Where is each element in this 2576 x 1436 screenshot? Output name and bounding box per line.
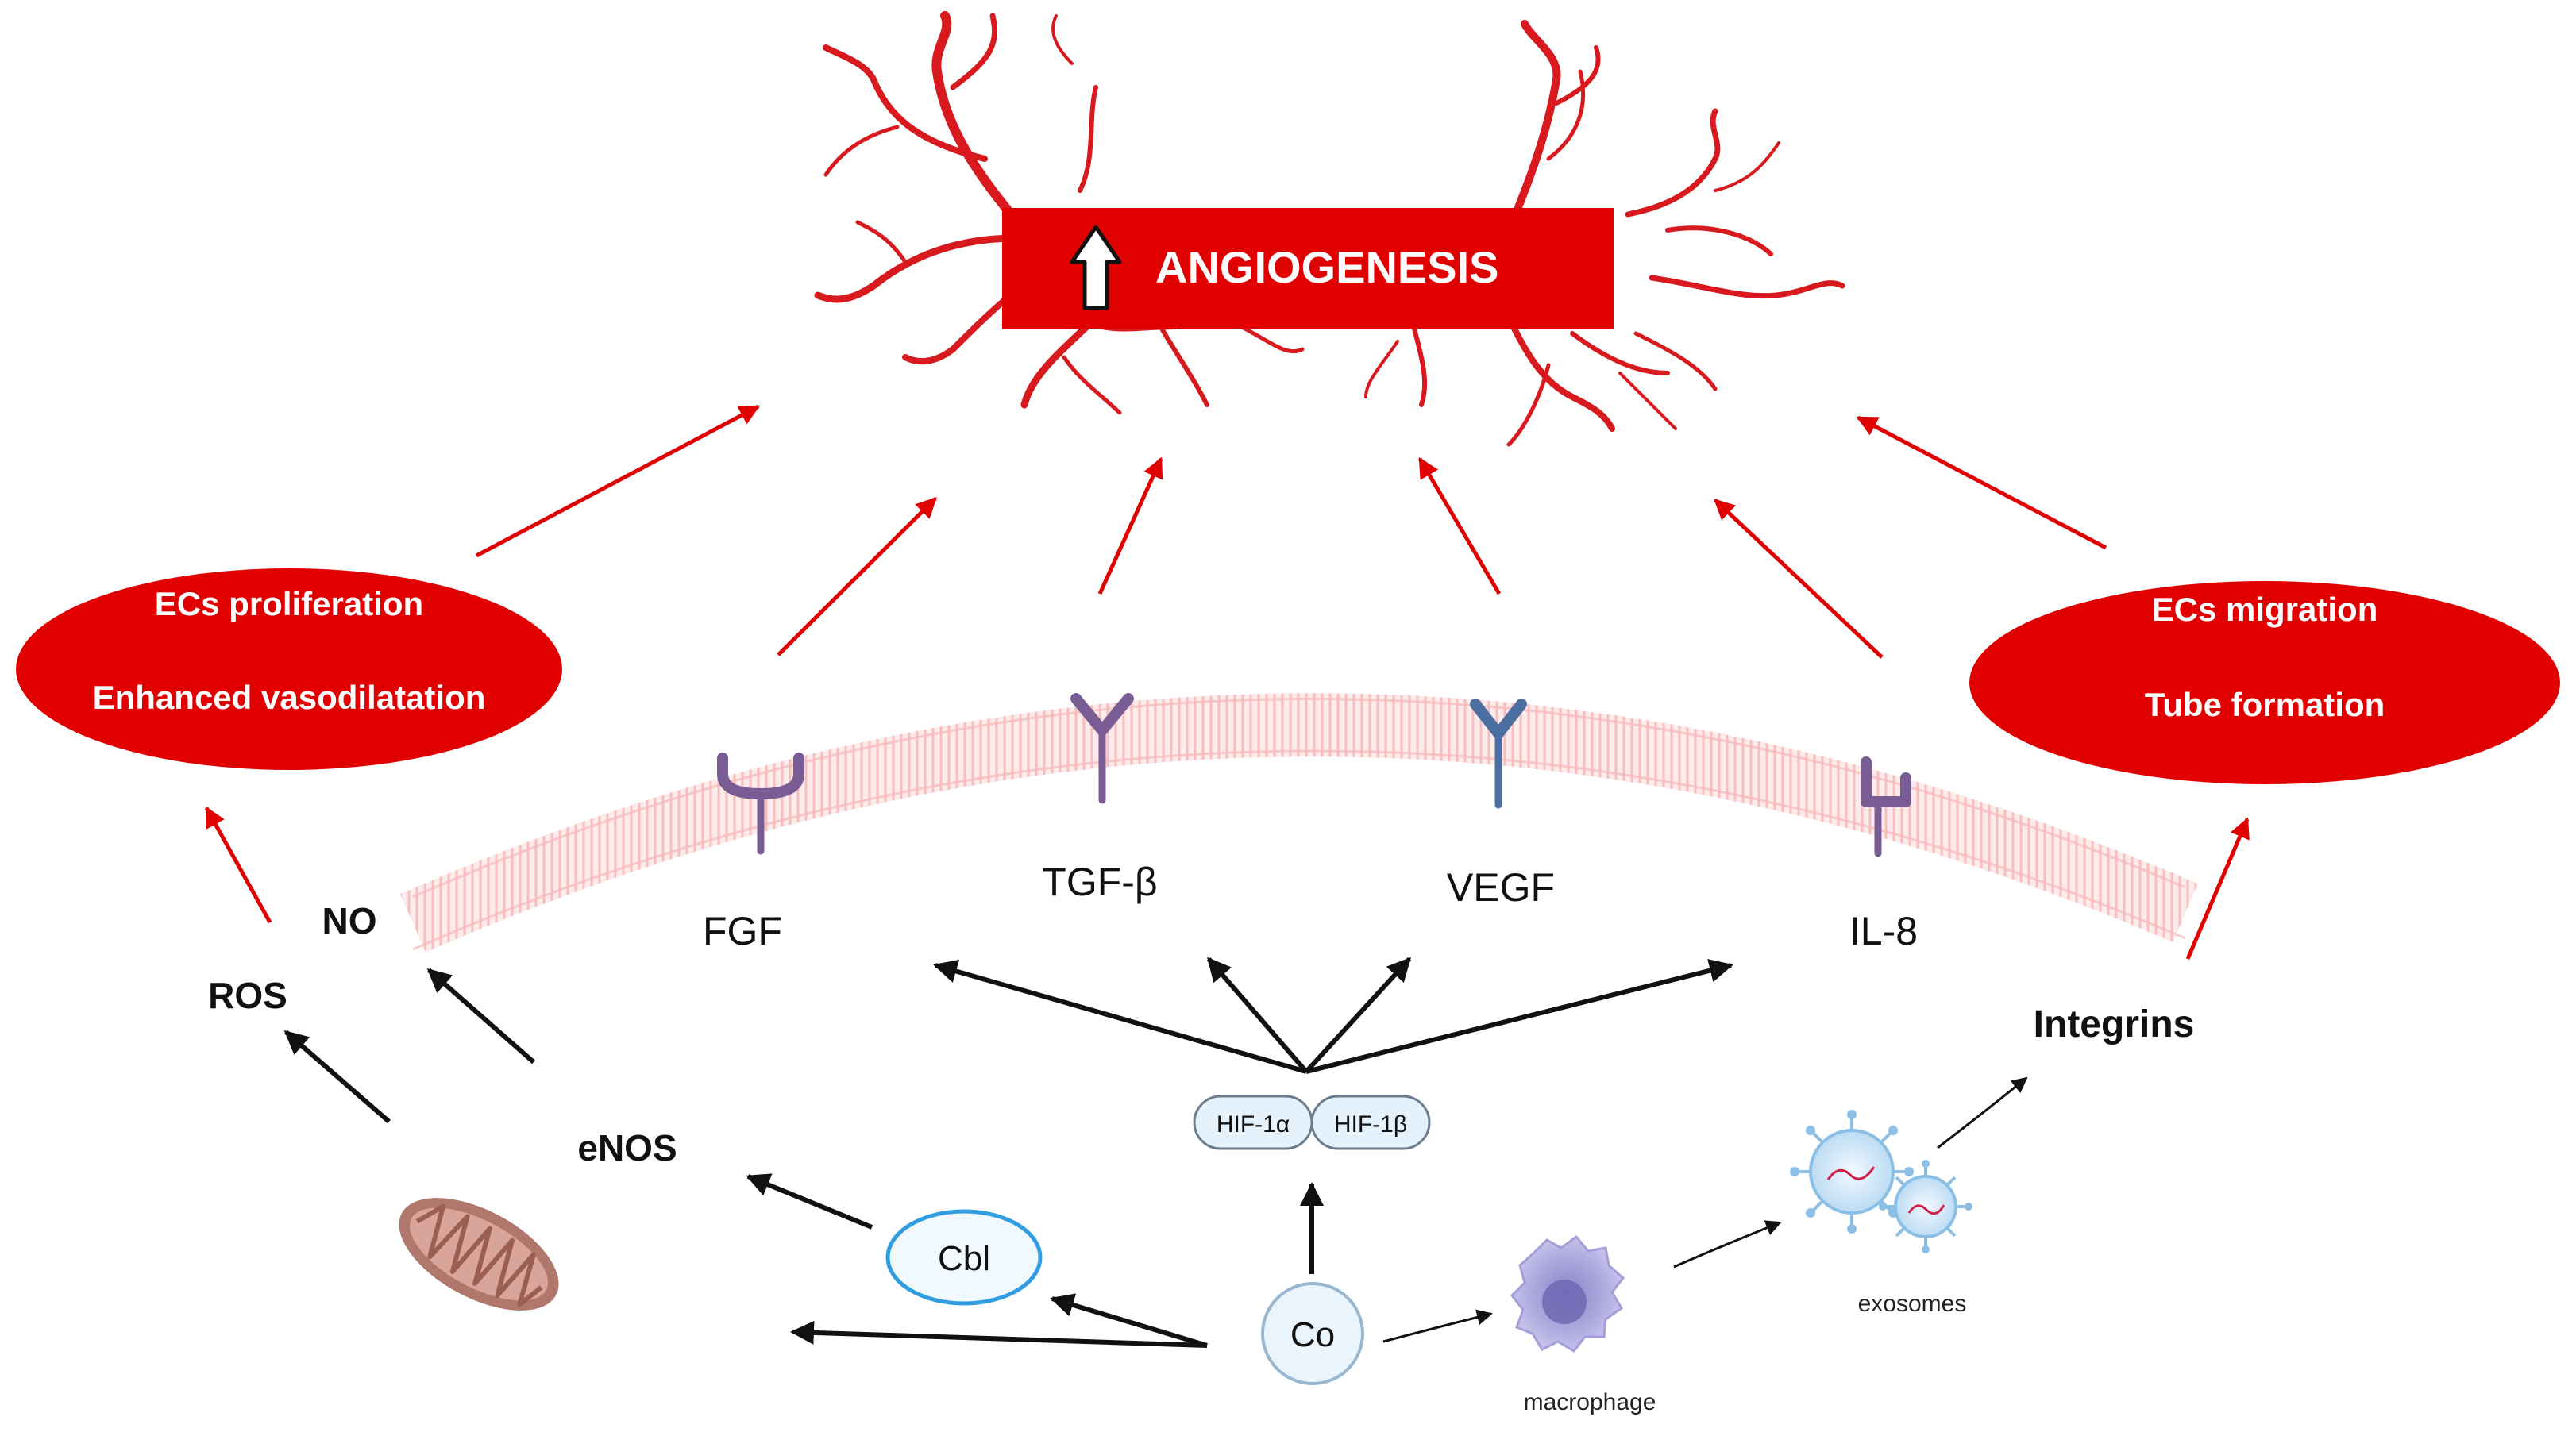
hif-1b-label: HIF-1β — [1334, 1111, 1407, 1138]
exosomes-label: exosomes — [1858, 1291, 1967, 1317]
exosome-large — [1790, 1110, 1914, 1234]
il8-label: IL-8 — [1849, 909, 1918, 953]
il8-receptor-icon — [1861, 756, 1911, 857]
arrow-mito-to-ros — [283, 1030, 391, 1124]
arrow-enos-to-no — [426, 968, 535, 1064]
arrow-hif-to-il8 — [1305, 959, 1733, 1074]
vegf-label: VEGF — [1447, 865, 1555, 910]
arrow-co-to-cbl — [1050, 1293, 1208, 1348]
fgf-receptor-icon — [717, 753, 804, 855]
no-label: NO — [322, 900, 377, 941]
arrow-cbl-to-enos — [746, 1173, 873, 1230]
arrow-fgf-to-angiogenesis — [777, 497, 937, 656]
tgf-beta-label: TGF-β — [1042, 860, 1157, 904]
tgf-beta-receptor-icon — [1070, 693, 1134, 804]
arrow-integrins-to-migration — [2185, 817, 2250, 960]
arrow-macrophage-to-exosomes — [1673, 1220, 1782, 1269]
co-label: Co — [1290, 1315, 1335, 1354]
vegf-receptor-icon — [1470, 699, 1527, 809]
mitochondrion-icon — [399, 1198, 559, 1311]
arrow-hif-to-tgf — [1206, 957, 1309, 1073]
enos-label: eNOS — [577, 1127, 677, 1168]
cbl-label: Cbl — [938, 1239, 990, 1278]
arrow-tgf-to-angiogenesis — [1097, 456, 1163, 595]
ecs-proliferation-oval: ECs proliferation Enhanced vasodilatatio… — [16, 568, 562, 770]
up-arrow-icon — [1070, 225, 1122, 310]
arrow-proliferation-to-angiogenesis — [475, 404, 761, 558]
page-title: ANGIOGENESIS — [1155, 242, 1499, 292]
co-node: Co — [1261, 1282, 1364, 1385]
arrow-no-to-proliferation — [204, 806, 272, 924]
arrow-hif-to-fgf — [933, 960, 1307, 1074]
arrow-exosomes-to-integrins — [1937, 1076, 2028, 1149]
arrow-il8-to-angiogenesis — [1714, 499, 1884, 659]
oval-text-vasodilatation: Enhanced vasodilatation — [93, 679, 486, 716]
arrow-vegf-to-angiogenesis — [1417, 456, 1502, 595]
exosome-icon — [1790, 1110, 1972, 1253]
arrow-co-to-mitochondrion — [790, 1320, 1208, 1348]
ros-label: ROS — [208, 975, 287, 1016]
black-arrows — [283, 957, 1733, 1348]
red-arrows — [204, 404, 2250, 960]
macrophage-icon — [1510, 1234, 1625, 1353]
oval-text-tube-formation: Tube formation — [2145, 686, 2385, 723]
integrins-label: Integrins — [2034, 1003, 2195, 1045]
exosome-small — [1879, 1160, 1972, 1253]
oval-text-proliferation: ECs proliferation — [155, 585, 423, 622]
cell-membrane — [399, 693, 2198, 953]
thin-black-arrows — [1382, 1076, 2028, 1343]
hif-1a-label: HIF-1α — [1217, 1111, 1290, 1138]
hif-complex: HIF-1α HIF-1β — [1193, 1095, 1431, 1150]
cbl-node: Cbl — [885, 1209, 1043, 1306]
arrow-co-to-macrophage — [1382, 1309, 1493, 1343]
angiogenesis-title-box: ANGIOGENESIS — [1002, 208, 1614, 329]
fgf-label: FGF — [703, 909, 782, 953]
oval-text-migration: ECs migration — [2152, 591, 2378, 628]
macrophage-label: macrophage — [1524, 1389, 1656, 1415]
arrow-hif-to-vegf — [1304, 957, 1412, 1074]
arrow-migration-to-angiogenesis — [1856, 415, 2107, 550]
ecs-migration-oval: ECs migration Tube formation — [1969, 581, 2560, 784]
